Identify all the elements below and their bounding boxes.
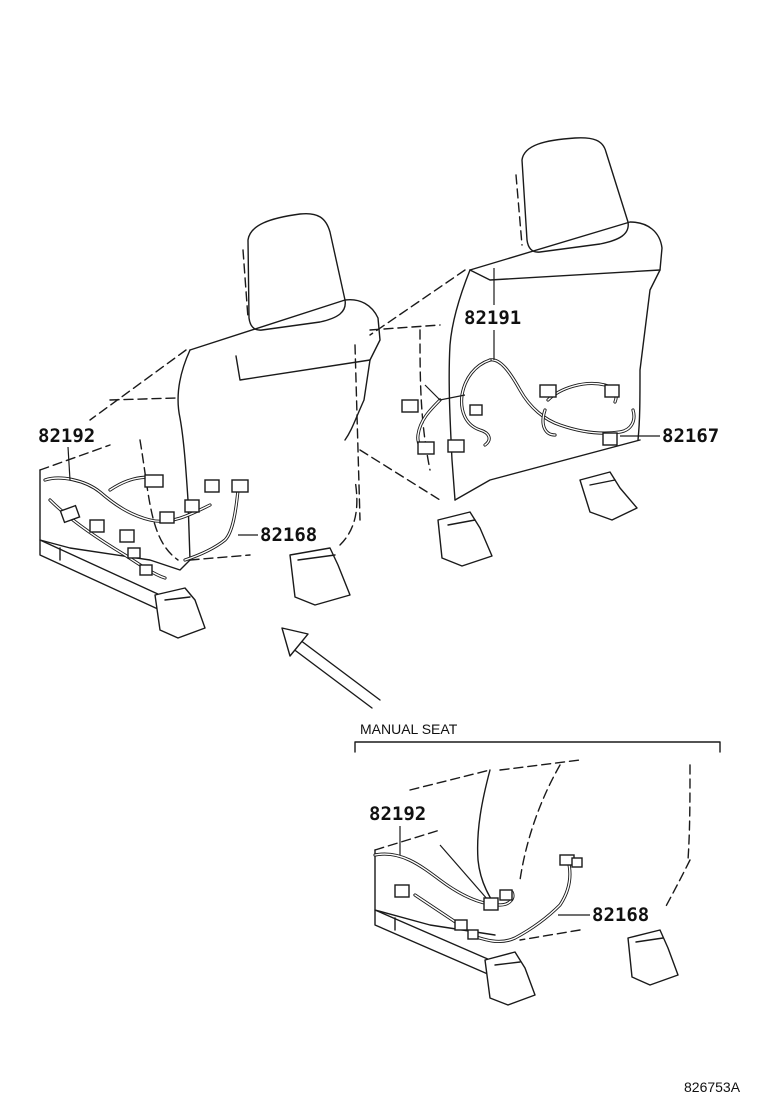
connector — [499, 889, 513, 901]
label-82191: 82191 — [464, 307, 521, 329]
figure-number: 826753A — [684, 1079, 741, 1095]
connector — [469, 404, 483, 416]
connector — [184, 499, 200, 513]
connector — [159, 511, 175, 524]
manual-seat-inset: MANUAL SEAT 8 — [354, 721, 721, 1006]
label-82192-power: 82192 — [38, 425, 95, 447]
connector — [604, 384, 620, 398]
label-82167: 82167 — [662, 425, 719, 447]
left-headrest — [247, 212, 346, 331]
inset-caption: MANUAL SEAT — [360, 721, 458, 737]
right-seatback — [469, 221, 663, 441]
connector — [454, 919, 468, 931]
left-power-seat — [39, 212, 381, 639]
connector — [571, 857, 583, 868]
connector — [127, 547, 141, 559]
left-seat-harness — [43, 474, 249, 580]
connector — [602, 432, 618, 446]
label-82168-power: 82168 — [260, 524, 317, 546]
right-seat-foot-front — [437, 511, 493, 567]
loose-foot — [289, 547, 351, 606]
left-seatback — [189, 298, 381, 441]
connector — [204, 479, 220, 493]
left-seat-foot — [154, 587, 206, 639]
right-seat-harness — [401, 358, 636, 455]
connector — [483, 897, 499, 911]
connector — [144, 474, 164, 488]
connector — [539, 384, 557, 398]
connector — [139, 564, 153, 576]
right-headrest — [521, 137, 629, 253]
connector — [447, 439, 465, 453]
connector — [89, 519, 105, 533]
inset-bracket — [354, 741, 721, 753]
connector — [119, 529, 135, 543]
connector — [59, 504, 81, 524]
connector — [231, 479, 249, 493]
connector — [394, 884, 410, 898]
connector — [467, 929, 479, 940]
right-power-seat — [289, 137, 663, 606]
label-82168-manual: 82168 — [592, 904, 649, 926]
connector — [401, 399, 419, 413]
connector — [417, 441, 435, 455]
view-arrow — [281, 627, 381, 709]
label-82192-manual: 82192 — [369, 803, 426, 825]
right-seat-foot-rear — [579, 471, 638, 521]
